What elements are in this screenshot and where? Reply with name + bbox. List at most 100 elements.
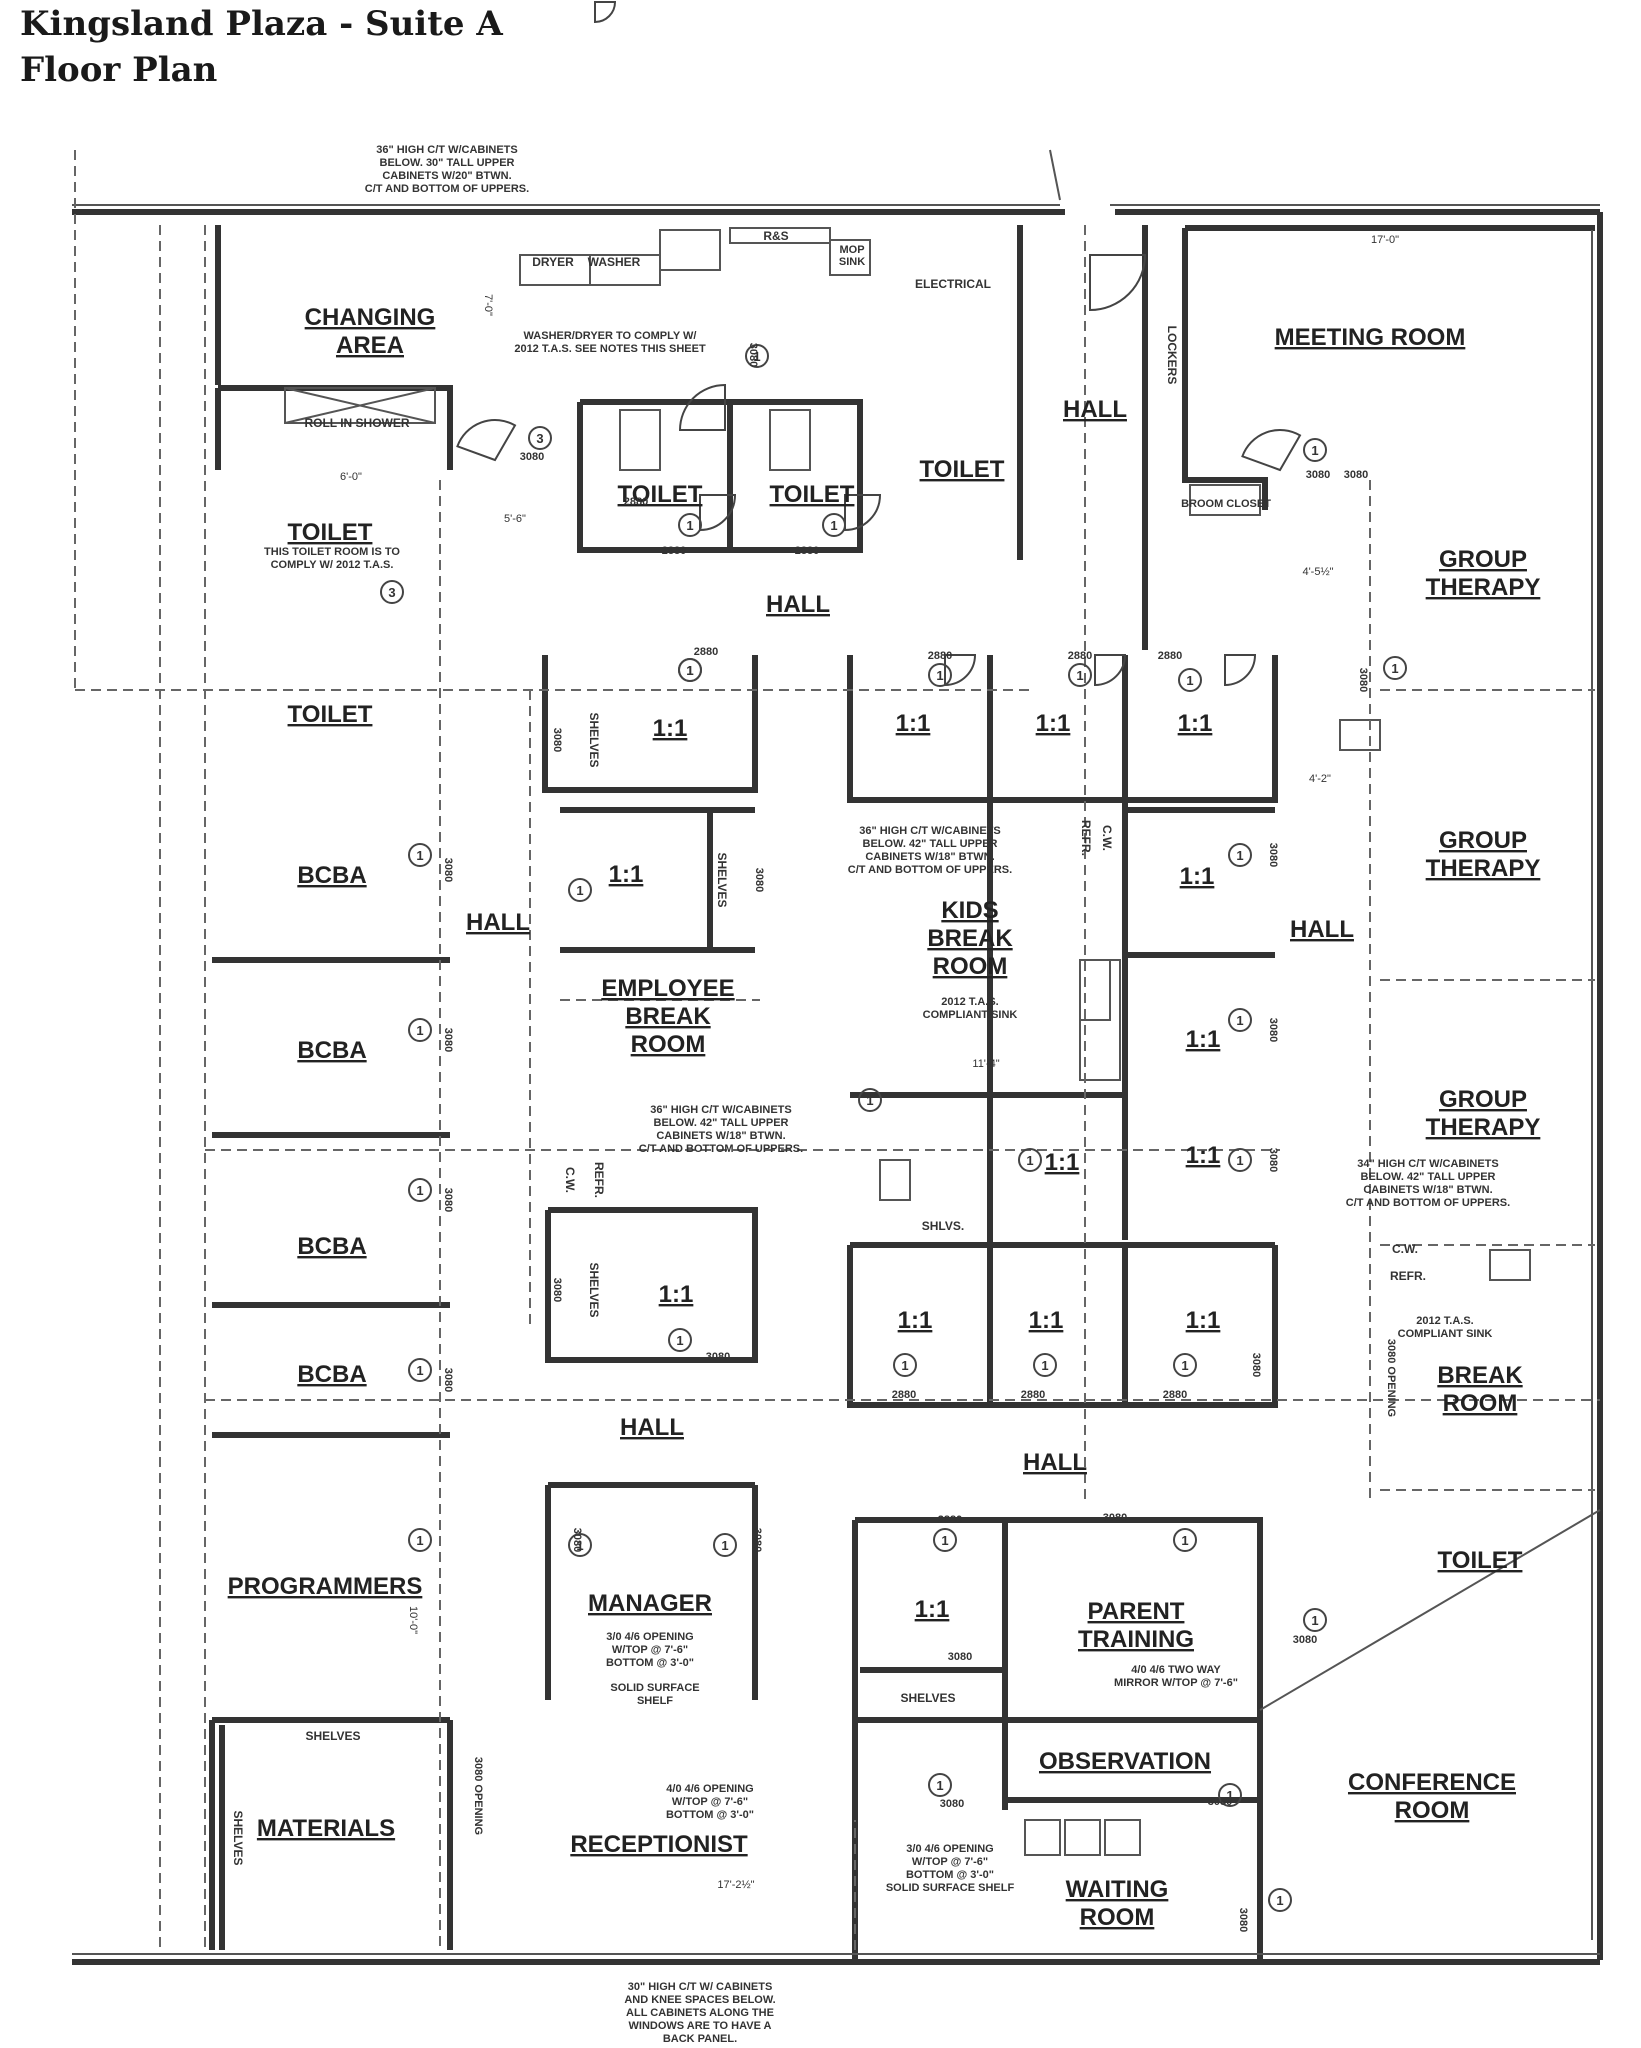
wall bbox=[1002, 1720, 1260, 1803]
door-tag bbox=[745, 344, 769, 368]
refrigerator bbox=[879, 1159, 911, 1201]
room-label-kids-break-room: BREAK bbox=[927, 925, 1013, 952]
cw-label: C.W. bbox=[563, 1167, 577, 1193]
door-tag-number: 1 bbox=[901, 1358, 908, 1373]
note-tas-sink: 2012 T.A.S. bbox=[941, 996, 998, 1008]
door-number: 3080 bbox=[551, 728, 563, 752]
dryer-label: DRYER bbox=[532, 255, 574, 269]
door-tag-number: 1 bbox=[1226, 1788, 1233, 1803]
door-number: 3080 bbox=[1267, 1148, 1279, 1172]
door-number: 2880 bbox=[1163, 1389, 1187, 1401]
note-top-cabinets: C/T AND BOTTOM OF UPPERS. bbox=[365, 183, 529, 195]
door-tag bbox=[928, 1773, 952, 1797]
sink bbox=[1339, 719, 1381, 751]
note-break-cabinets: CABINETS W/18" BTWN. bbox=[1363, 1184, 1492, 1196]
note-bottom-cabinets: WINDOWS ARE TO HAVE A bbox=[629, 2020, 772, 2032]
door-tag-number: 1 bbox=[1236, 848, 1243, 863]
door-tag bbox=[1303, 438, 1327, 462]
note-kids-cabinets: C/T AND BOTTOM OF UPPERS. bbox=[848, 864, 1012, 876]
room-label-group-therapy: THERAPY bbox=[1426, 855, 1541, 882]
door-tag bbox=[678, 513, 702, 537]
note-break-cabinets: BELOW. 42" TALL UPPER bbox=[1361, 1171, 1496, 1183]
room-label-one-to-one: 1:1 bbox=[653, 715, 688, 742]
door-tag-number: 1 bbox=[1076, 668, 1083, 683]
broom-closet bbox=[1189, 484, 1261, 516]
door-tag bbox=[678, 658, 702, 682]
door-tag bbox=[568, 878, 592, 902]
wall bbox=[545, 1207, 758, 1363]
door-number: 3080 bbox=[1293, 1634, 1317, 1646]
door-tag bbox=[408, 1018, 432, 1042]
refrigerator-label: REFR. bbox=[1390, 1269, 1426, 1283]
door-tag-number: 1 bbox=[416, 1023, 423, 1038]
room-label-manager: MANAGER bbox=[588, 1590, 712, 1617]
rs-label: R&S bbox=[763, 229, 788, 243]
door-swing bbox=[844, 494, 882, 532]
note-two-way-mirror: 4/0 4/6 TWO WAY bbox=[1131, 1664, 1221, 1676]
door-tag-number: 1 bbox=[416, 848, 423, 863]
door-number: 3080 bbox=[1344, 469, 1368, 481]
door-tag-number: 1 bbox=[753, 349, 760, 364]
door-tag-number: 1 bbox=[866, 1093, 873, 1108]
shelves-label: SHELVES bbox=[231, 1810, 245, 1865]
room-label-toilet: TOILET bbox=[1438, 1547, 1523, 1574]
room-label-parent-training: TRAINING bbox=[1078, 1626, 1194, 1653]
door-tag-number: 3 bbox=[388, 585, 395, 600]
room-label-bcba: BCBA bbox=[297, 1037, 366, 1064]
room-label-toilet: TOILET bbox=[770, 481, 855, 508]
door-tag bbox=[933, 1528, 957, 1552]
door-tag bbox=[1173, 1528, 1197, 1552]
room-label-hall: HALL bbox=[1290, 916, 1354, 943]
door-tag-number: 1 bbox=[686, 518, 693, 533]
shlvs-label: SHLVS. bbox=[922, 1219, 964, 1233]
room-label-changing-area: AREA bbox=[336, 332, 404, 359]
dimension: 4'-5½" bbox=[1302, 566, 1333, 578]
door-tag bbox=[1228, 1008, 1252, 1032]
room-label-one-to-one: 1:1 bbox=[1180, 863, 1215, 890]
door-tag bbox=[568, 1533, 592, 1557]
note-break-cabinets: C/T AND BOTTOM OF UPPERS. bbox=[1346, 1197, 1510, 1209]
door-swing bbox=[456, 419, 517, 462]
door-number: 2880 bbox=[1021, 1389, 1045, 1401]
door-opening-number: 3080 OPENING bbox=[472, 1757, 484, 1835]
door-tag bbox=[408, 1178, 432, 1202]
mop-sink-label: SINK bbox=[839, 256, 865, 268]
room-label-waiting-room: WAITING bbox=[1066, 1876, 1169, 1903]
door-tag bbox=[1173, 1353, 1197, 1377]
note-bottom-cabinets: ALL CABINETS ALONG THE bbox=[626, 2007, 774, 2019]
note-tas-sink: COMPLIANT SINK bbox=[1398, 1328, 1493, 1340]
door-tag-number: 1 bbox=[686, 663, 693, 678]
mop-sink-label: MOP bbox=[839, 244, 864, 256]
door-tag bbox=[1018, 1148, 1042, 1172]
door-number: 3080 bbox=[1357, 668, 1369, 692]
room-label-toilet: TOILET bbox=[288, 701, 373, 728]
room-label-changing-area: CHANGING bbox=[305, 304, 436, 331]
note-waiting-opening: SOLID SURFACE SHELF bbox=[886, 1882, 1015, 1894]
room-label-one-to-one: 1:1 bbox=[1186, 1026, 1221, 1053]
room-label-one-to-one: 1:1 bbox=[1036, 710, 1071, 737]
wall bbox=[855, 1517, 1263, 1960]
door-number: 2880 bbox=[892, 1389, 916, 1401]
door-tag-number: 1 bbox=[1181, 1358, 1188, 1373]
dimension: 17'-2½" bbox=[717, 1879, 754, 1891]
door-tag bbox=[822, 513, 846, 537]
note-waiting-opening: BOTTOM @ 3'-0" bbox=[906, 1869, 994, 1881]
room-label-employee-break-room: ROOM bbox=[631, 1031, 706, 1058]
note-top-cabinets: BELOW. 30" TALL UPPER bbox=[380, 157, 515, 169]
door-tag-number: 1 bbox=[416, 1363, 423, 1378]
room-label-employee-break-room: BREAK bbox=[625, 1003, 711, 1030]
room-label-one-to-one: 1:1 bbox=[1178, 710, 1213, 737]
door-number: 3080 bbox=[1237, 1908, 1249, 1932]
door-tag bbox=[408, 843, 432, 867]
note-employee-cabinets: 36" HIGH C/T W/CABINETS bbox=[650, 1104, 792, 1116]
note-washer-dryer: WASHER/DRYER TO COMPLY W/ bbox=[524, 330, 697, 342]
dimension: 11'-4" bbox=[972, 1058, 999, 1070]
door-number: 2880 bbox=[928, 650, 952, 662]
wall bbox=[847, 655, 1278, 803]
door-number: 2880 bbox=[624, 496, 648, 508]
door-tag-number: 1 bbox=[576, 1538, 583, 1553]
door-number: 3080 bbox=[706, 1351, 730, 1363]
door-number: 3080 bbox=[442, 1188, 454, 1212]
dimension: 7'-0" bbox=[482, 294, 494, 316]
room-label-bcba: BCBA bbox=[297, 862, 366, 889]
